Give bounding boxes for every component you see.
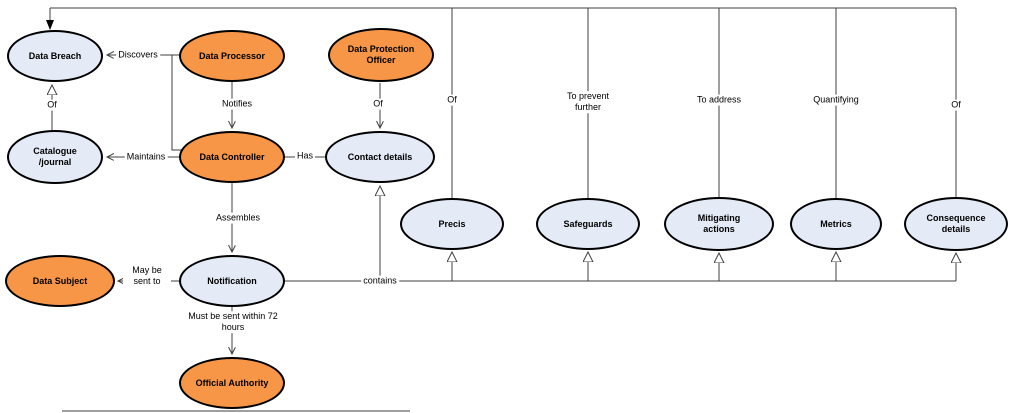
edge-label-contains: contains (361, 275, 399, 287)
edge-label-maintains: Maintains (124, 151, 168, 163)
edge-label-assembles: Assembles (213, 212, 263, 224)
node-data-protection-officer-label: Data Protection Officer (347, 44, 415, 65)
edge-label-of-catalogue: Of (45, 99, 59, 111)
node-precis-label: Precis (438, 218, 466, 229)
edge-label-of-consequence: Of (949, 99, 963, 111)
edge-discovers-branch-line (171, 55, 181, 151)
node-data-protection-officer: Data Protection Officer (328, 28, 434, 82)
edge-label-of-precis: Of (445, 94, 459, 106)
node-contact-details: Contact details (325, 131, 435, 183)
node-notification-label: Notification (207, 275, 257, 286)
edge-label-must-be-sent: Must be sent within 72 hours (186, 311, 280, 333)
node-contact-details-label: Contact details (347, 151, 413, 162)
node-data-breach-label: Data Breach (28, 50, 82, 61)
node-official-authority-label: Official Authority (195, 377, 269, 388)
node-data-processor: Data Processor (179, 30, 285, 82)
node-safeguards: Safeguards (536, 198, 640, 250)
node-metrics: Metrics (790, 198, 882, 250)
node-data-subject-label: Data Subject (32, 275, 88, 286)
edge-label-of-dpo: Of (371, 98, 385, 110)
edge-label-to-address: To address (694, 94, 744, 106)
node-catalogue-journal-label: Catalogue /journal (33, 146, 77, 167)
node-data-controller: Data Controller (179, 131, 285, 183)
node-data-subject: Data Subject (5, 255, 115, 307)
node-consequence-details-label: Consequence details (926, 213, 986, 234)
node-catalogue-journal: Catalogue /journal (7, 130, 103, 184)
node-official-authority: Official Authority (179, 357, 285, 409)
edge-label-discovers: Discovers (116, 49, 160, 61)
node-mitigating-actions-label: Mitigating actions (697, 213, 741, 234)
node-data-processor-label: Data Processor (198, 50, 266, 61)
node-mitigating-actions: Mitigating actions (664, 197, 774, 251)
node-metrics-label: Metrics (820, 218, 852, 229)
edge-label-has: Has (294, 150, 316, 162)
edge-label-to-prevent-further: To prevent further (558, 91, 618, 113)
edge-label-quantifying: Quantifying (811, 94, 861, 106)
node-safeguards-label: Safeguards (563, 218, 613, 229)
node-consequence-details: Consequence details (904, 197, 1008, 251)
node-precis: Precis (400, 198, 504, 250)
edge-label-notifies: Notifies (219, 98, 255, 110)
edge-label-may-be-sent-to: May be sent to (123, 265, 171, 287)
node-notification: Notification (179, 255, 285, 307)
node-data-controller-label: Data Controller (199, 151, 265, 162)
node-data-breach: Data Breach (7, 30, 103, 82)
